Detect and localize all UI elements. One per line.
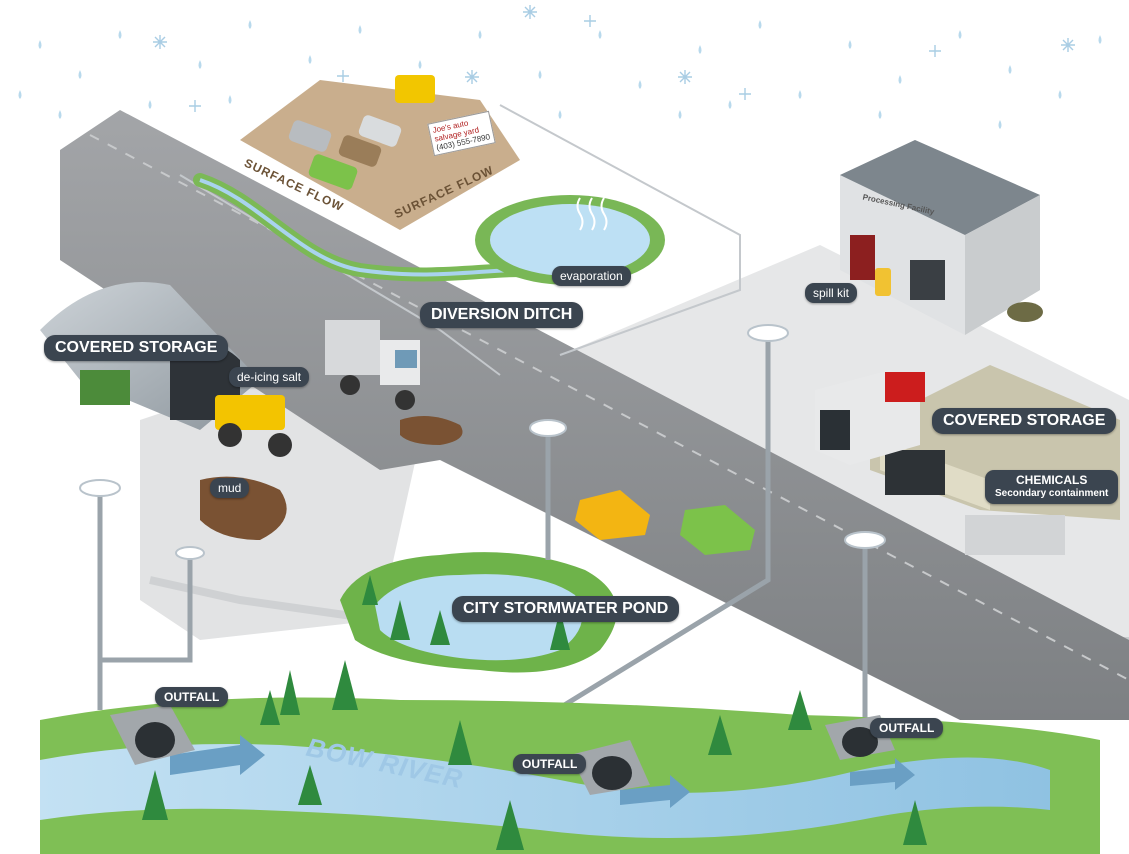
evaporation-waves (576, 197, 608, 231)
delivery-truck (815, 370, 925, 465)
catch-basins (79, 324, 886, 560)
outfall-label-2: OUTFALL (513, 754, 587, 774)
loader (215, 395, 292, 457)
road-cars (575, 490, 755, 555)
processing-facility-building (840, 140, 1043, 335)
precipitation (18, 5, 1102, 129)
outfall-label-1: OUTFALL (155, 687, 229, 707)
covered-storage-left-label: COVERED STORAGE (44, 335, 229, 361)
street-sweeper (325, 320, 420, 410)
chemicals-label: CHEMICALS Secondary containment (985, 470, 1119, 504)
secondary-containment-label: Secondary containment (995, 488, 1109, 499)
salvage-yard (240, 80, 520, 230)
diversion-ditch-label: DIVERSION DITCH (420, 302, 584, 328)
river-flow-arrows (170, 735, 915, 808)
evaporation-label: evaporation (552, 266, 631, 286)
dumpster (80, 370, 130, 405)
salvage-cars (288, 75, 435, 190)
river (40, 744, 1050, 838)
covered-storage-right-label: COVERED STORAGE (932, 408, 1117, 434)
trees (142, 575, 927, 850)
spill-kit-label: spill kit (805, 283, 858, 303)
chemicals-title: CHEMICALS (1016, 473, 1088, 487)
mud-label: mud (210, 478, 250, 498)
de-icing-salt-label: de-icing salt (229, 367, 310, 387)
city-stormwater-pond-label: CITY STORMWATER POND (452, 596, 680, 622)
outfall-label-3: OUTFALL (870, 718, 944, 738)
